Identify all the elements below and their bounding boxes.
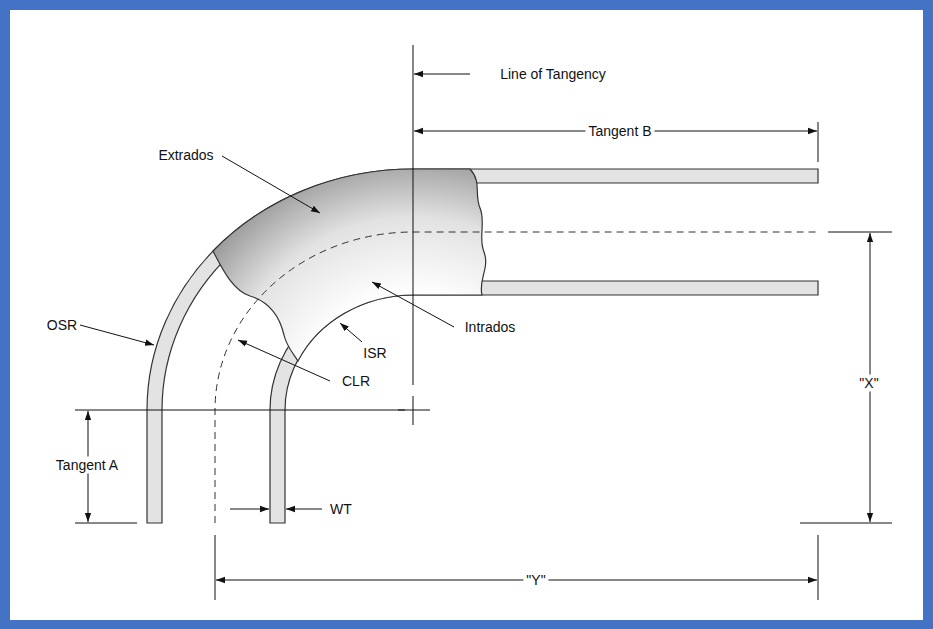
cross-mark (413, 396, 414, 425)
extension-line (828, 232, 892, 233)
part-label: Extrados (155, 147, 216, 164)
dimension-label: WT (327, 501, 355, 518)
leader-lines (80, 156, 454, 381)
inner-wall (270, 281, 818, 523)
extension-line (818, 122, 819, 162)
pipe-walls (147, 169, 818, 523)
dimension-label: Tangent A (53, 457, 121, 474)
leader-line (372, 282, 454, 327)
sheet-ground (10, 10, 923, 620)
dimension-line (216, 580, 817, 581)
outer-wall (147, 169, 818, 523)
extension-line (75, 523, 137, 524)
leader-line (238, 340, 330, 381)
dimension-label: "X" (856, 375, 881, 392)
extension-line (800, 523, 892, 524)
dimension-label: "Y" (523, 572, 548, 589)
cross-mark (398, 410, 430, 411)
tangency-label: Line of Tangency (497, 66, 609, 83)
leader-line (80, 325, 154, 345)
tangency-arrow (414, 74, 470, 75)
extension-line (215, 535, 216, 600)
line-of-tangency (413, 45, 414, 385)
radius-label: ISR (360, 345, 389, 362)
leader-line (222, 156, 320, 213)
leader-line (340, 323, 362, 342)
radius-label: OSR (44, 317, 80, 334)
bend-surface (213, 169, 486, 361)
dimension-lines (75, 45, 892, 600)
tangent-line (75, 410, 405, 411)
part-label: Intrados (462, 319, 519, 336)
centerline (215, 232, 818, 523)
dimension-label: Tangent B (585, 123, 654, 140)
radius-label: CLR (339, 373, 373, 390)
extension-line (818, 535, 819, 600)
wt-arrow (286, 509, 322, 510)
wt-arrow (230, 509, 269, 510)
